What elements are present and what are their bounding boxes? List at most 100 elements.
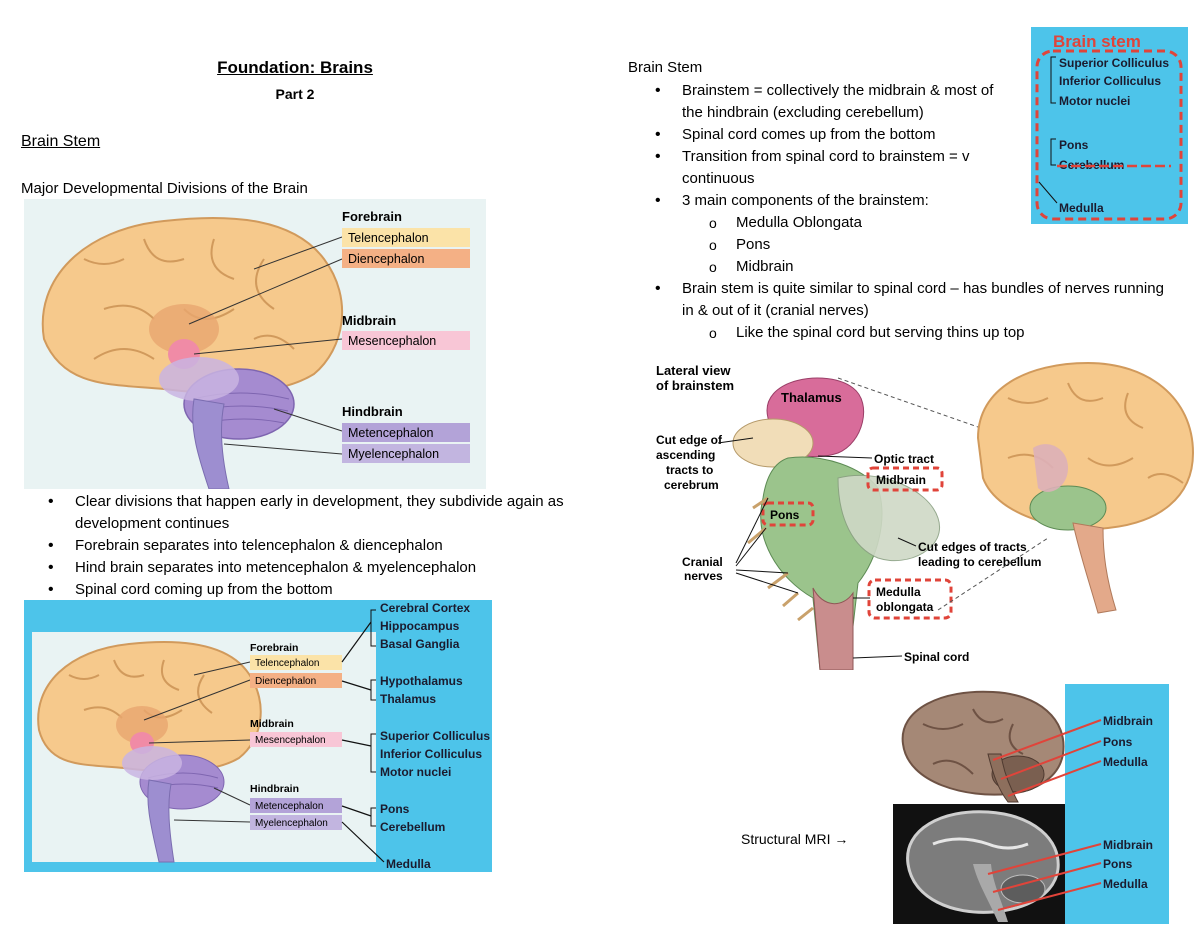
- lateral-brainstem-figure: Lateral view of brainstem Thalamus Cut e…: [656, 361, 1195, 670]
- component-item: Pons: [682, 234, 1168, 256]
- label-forebrain: Forebrain: [342, 209, 402, 224]
- label-hippocampus: Hippocampus: [380, 619, 460, 633]
- label-thalamus: Thalamus: [781, 390, 842, 405]
- pons-highlight: [761, 501, 815, 527]
- label-optic-tract: Optic tract: [874, 452, 934, 466]
- component-item: Medulla Oblongata: [682, 212, 1168, 234]
- list-item: Brain stem is quite similar to spinal co…: [628, 278, 1168, 344]
- brain-stem-box: Brain stem Superior Colliculus Inferior …: [1031, 27, 1188, 224]
- right-bullet-list: Brainstem = collectively the midbrain & …: [628, 80, 1168, 344]
- cyan-panel: [1031, 27, 1188, 224]
- label-mri-medulla: Medulla: [1103, 877, 1148, 891]
- cerebellar-cut-shape: [837, 474, 941, 562]
- label-hypothalamus: Hypothalamus: [380, 674, 463, 688]
- label-midbrain: Midbrain: [342, 313, 396, 328]
- gyri-lines: [68, 659, 213, 719]
- lateral-title-2: of brainstem: [656, 378, 734, 393]
- label-hindbrain: Hindbrain: [250, 783, 299, 795]
- label-medulla: Medulla: [1059, 201, 1104, 215]
- brainstem-shape: [192, 398, 230, 489]
- sub-list: Like the spinal cord but serving thins u…: [682, 322, 1168, 344]
- label-pons: Pons: [1059, 138, 1089, 152]
- label-midbrain: Midbrain: [876, 473, 926, 487]
- label-motor-nuclei: Motor nuclei: [1059, 94, 1130, 108]
- label-myelencephalon: Myelencephalon: [348, 447, 439, 461]
- cranial-nerve-lines: [747, 496, 814, 622]
- section-subheading: Major Developmental Divisions of the Bra…: [21, 180, 308, 197]
- component-list: Medulla Oblongata Pons Midbrain: [682, 212, 1168, 278]
- label-cut-edge-2: ascending: [656, 448, 715, 462]
- page-title: Foundation: Brains: [217, 58, 373, 77]
- label-motor-nuclei: Motor nuclei: [380, 765, 451, 779]
- label-telencephalon: Telencephalon: [255, 658, 320, 669]
- list-item-text: 3 main components of the brainstem:: [682, 192, 929, 209]
- brainstem-shape: [147, 779, 175, 863]
- list-item: Brainstem = collectively the midbrain & …: [628, 80, 1012, 124]
- mri-figure: Midbrain Pons Medulla Midbrain Pons Medu…: [893, 684, 1169, 924]
- medulla-shape: [812, 587, 854, 670]
- list-item: Hind brain separates into metencephalon …: [21, 557, 581, 579]
- label-mri-midbrain: Midbrain: [1103, 838, 1153, 852]
- pons-shape: [122, 746, 182, 780]
- label-medulla: Medulla: [386, 857, 431, 871]
- label-pons: Pons: [770, 508, 800, 522]
- section-heading: Brain Stem: [21, 133, 101, 150]
- brain-subdivisions-figure: Forebrain Telencephalon Diencephalon Mid…: [24, 600, 492, 872]
- pons-shape: [159, 357, 239, 401]
- list-item-text: Brain stem is quite similar to spinal co…: [682, 280, 1164, 319]
- cyan-panel: [1065, 684, 1169, 924]
- label-inferior-colliculus: Inferior Colliculus: [1059, 74, 1161, 88]
- label-cut-edges-2: leading to cerebellum: [918, 555, 1041, 569]
- label-hindbrain: Hindbrain: [342, 404, 403, 419]
- brain-divisions-figure: Forebrain Telencephalon Diencephalon Mid…: [24, 199, 486, 489]
- label-pons: Pons: [380, 802, 410, 816]
- label-cranial-1: Cranial: [682, 555, 723, 569]
- list-item: Transition from spinal cord to brainstem…: [628, 146, 1012, 190]
- label-midbrain: Midbrain: [250, 718, 294, 730]
- list-item: Clear divisions that happen early in dev…: [21, 491, 581, 535]
- list-item: Spinal cord comes up from the bottom: [628, 124, 1168, 146]
- label-diencephalon: Diencephalon: [348, 252, 424, 266]
- diencephalon-shape: [149, 304, 219, 354]
- label-cranial-2: nerves: [684, 569, 723, 583]
- label-basal-ganglia: Basal Ganglia: [380, 637, 460, 651]
- sub-item: Like the spinal cord but serving thins u…: [682, 322, 1168, 344]
- label-spinal-cord: Spinal cord: [904, 650, 969, 664]
- label-inferior-colliculus: Inferior Colliculus: [380, 747, 482, 761]
- mri-brainstem-shape: [973, 864, 1008, 922]
- page-subtitle: Part 2: [275, 86, 315, 102]
- label-medulla-2: oblongata: [876, 600, 934, 614]
- list-item: Spinal cord coming up from the bottom: [21, 579, 581, 601]
- cut-edge-shape: [732, 418, 814, 468]
- label-superior-colliculus: Superior Colliculus: [1059, 56, 1169, 70]
- medulla-highlight: [867, 578, 953, 620]
- left-bullet-list: Clear divisions that happen early in dev…: [21, 491, 581, 601]
- label-cerebral-cortex: Cerebral Cortex: [380, 601, 470, 615]
- box-title: Brain stem: [1053, 32, 1141, 51]
- label-cut-edges-1: Cut edges of tracts: [918, 540, 1027, 554]
- label-metencephalon: Metencephalon: [255, 801, 323, 812]
- label-thalamus: Thalamus: [380, 692, 436, 706]
- label-medulla: Medulla: [1103, 755, 1148, 769]
- mri-caption: Structural MRI →: [741, 831, 849, 847]
- label-cerebellum: Cerebellum: [380, 820, 445, 834]
- small-cerebellum-shape: [1029, 485, 1107, 531]
- lateral-title-1: Lateral view: [656, 363, 731, 378]
- label-diencephalon: Diencephalon: [255, 676, 316, 687]
- label-mri-pons: Pons: [1103, 857, 1133, 871]
- label-metencephalon: Metencephalon: [348, 426, 434, 440]
- label-cut-edge-3: tracts to: [666, 463, 713, 477]
- list-item: 3 main components of the brainstem: Medu…: [628, 190, 1168, 278]
- label-telencephalon: Telencephalon: [348, 231, 429, 245]
- label-forebrain: Forebrain: [250, 642, 298, 654]
- label-myelencephalon: Myelencephalon: [255, 818, 328, 829]
- small-brainstem-highlight: [1033, 444, 1068, 492]
- red-dashed-outline: [1035, 49, 1183, 221]
- small-spinal-shape: [1072, 522, 1117, 614]
- component-item: Midbrain: [682, 256, 1168, 278]
- label-mesencephalon: Mesencephalon: [255, 735, 326, 746]
- label-cut-edge-1: Cut edge of: [656, 433, 723, 447]
- right-heading: Brain Stem: [628, 59, 703, 76]
- label-cut-edge-4: cerebrum: [664, 478, 719, 492]
- label-medulla-1: Medulla: [876, 585, 921, 599]
